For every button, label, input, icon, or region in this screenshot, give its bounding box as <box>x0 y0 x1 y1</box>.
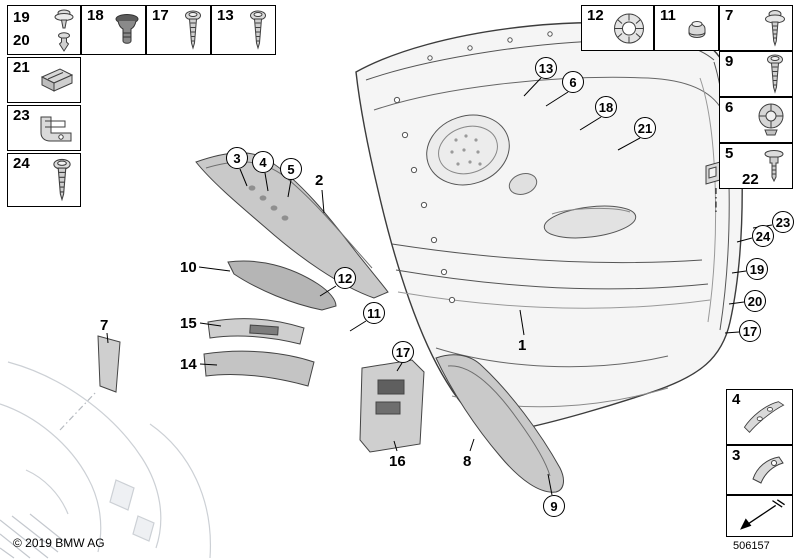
label-2[interactable]: 2 <box>315 172 324 189</box>
legend-box-13[interactable]: 13 <box>211 5 276 55</box>
screw-washer-icon <box>765 10 785 46</box>
legend-box-18[interactable]: 18 <box>81 5 146 55</box>
trim-strip-icon <box>743 401 785 433</box>
legend-row-20: 20 <box>13 30 75 53</box>
rivet-washer-icon <box>54 9 74 28</box>
callout-23[interactable]: 23 <box>772 211 794 233</box>
callout-9[interactable]: 9 <box>543 495 565 517</box>
legend-box-9[interactable]: 9 <box>719 51 793 97</box>
callout-20[interactable]: 20 <box>744 290 766 312</box>
legend-label-18: 18 <box>87 7 104 24</box>
callout-3[interactable]: 3 <box>226 147 248 169</box>
legend-label-12: 12 <box>587 7 604 24</box>
label-22[interactable]: 22 <box>742 171 759 188</box>
screw-icon <box>250 10 266 49</box>
callout-21[interactable]: 21 <box>634 117 656 139</box>
legend-label-9: 9 <box>725 53 734 70</box>
label-15[interactable]: 15 <box>180 315 197 332</box>
loose-parts <box>97 152 725 493</box>
legend-label-21: 21 <box>13 59 30 76</box>
legend-box-17[interactable]: 17 <box>146 5 211 55</box>
part-10-insert <box>227 260 337 311</box>
screw-icon <box>53 158 71 201</box>
legend-label-4: 4 <box>732 391 741 408</box>
label-7[interactable]: 7 <box>100 317 109 334</box>
part-8-handle-trim <box>435 354 564 493</box>
pin-clip-icon <box>58 31 70 51</box>
legend-label-5: 5 <box>725 145 734 162</box>
leader-lines <box>106 77 773 496</box>
legend-label-3: 3 <box>732 447 741 464</box>
clamp-bracket-icon <box>40 116 72 142</box>
callout-5[interactable]: 5 <box>280 158 302 180</box>
legend-box-21[interactable]: 21 <box>7 57 81 103</box>
copyright-text: © 2019 BMW AG <box>13 536 105 550</box>
callout-18[interactable]: 18 <box>595 96 617 118</box>
callout-13[interactable]: 13 <box>535 57 557 79</box>
callout-12[interactable]: 12 <box>334 267 356 289</box>
label-10[interactable]: 10 <box>180 259 197 276</box>
speaker-grille-dots <box>450 134 482 166</box>
legend-box-12[interactable]: 12 <box>581 5 654 51</box>
label-16[interactable]: 16 <box>389 453 406 470</box>
part-14-trim-strip <box>203 350 315 387</box>
callout-17-switch[interactable]: 17 <box>392 341 414 363</box>
cap-nut-icon <box>688 21 706 38</box>
direction-arrow-box[interactable] <box>726 495 793 537</box>
legend-box-3[interactable]: 3 <box>726 445 793 495</box>
legend-label-6: 6 <box>725 99 734 116</box>
legend-box-19-20[interactable]: 19 20 <box>7 5 81 55</box>
callout-11[interactable]: 11 <box>363 302 385 324</box>
legend-label-24: 24 <box>13 155 30 172</box>
callout-6[interactable]: 6 <box>562 71 584 93</box>
callout-24[interactable]: 24 <box>752 225 774 247</box>
legend-label-20: 20 <box>13 32 30 50</box>
direction-arrow-icon <box>740 499 785 530</box>
legend-label-19: 19 <box>13 9 30 27</box>
callout-17-edge[interactable]: 17 <box>739 320 761 342</box>
legend-box-5[interactable]: 5 <box>719 143 793 189</box>
legend-label-23: 23 <box>13 107 30 124</box>
legend-label-11: 11 <box>660 7 676 24</box>
legend-label-17: 17 <box>152 7 169 24</box>
callout-4[interactable]: 4 <box>252 151 274 173</box>
legend-row-19: 19 <box>13 7 75 30</box>
legend-box-24[interactable]: 24 <box>7 153 81 207</box>
legend-label-7: 7 <box>725 7 734 24</box>
legend-box-6[interactable]: 6 <box>719 97 793 143</box>
screw-icon <box>767 54 783 93</box>
grommet-icon <box>758 103 784 136</box>
background-body-structure <box>0 361 212 559</box>
expansion-rivet-icon <box>764 150 784 182</box>
rubber-plug-icon <box>115 14 139 44</box>
callout-19[interactable]: 19 <box>746 258 768 280</box>
handle-bracket-icon <box>752 456 784 484</box>
label-14[interactable]: 14 <box>180 356 197 373</box>
label-1[interactable]: 1 <box>518 337 527 354</box>
label-8[interactable]: 8 <box>463 453 472 470</box>
legend-box-7[interactable]: 7 <box>719 5 793 51</box>
part-7-corner-trim <box>97 335 121 393</box>
legend-box-23[interactable]: 23 <box>7 105 81 151</box>
metal-clip-icon <box>41 68 73 92</box>
screw-icon <box>185 10 201 49</box>
legend-label-13: 13 <box>217 7 234 24</box>
diagram-number: 506157 <box>733 540 770 552</box>
star-washer-icon <box>614 13 644 43</box>
legend-box-11[interactable]: 11 <box>654 5 719 51</box>
legend-box-4[interactable]: 4 <box>726 389 793 445</box>
